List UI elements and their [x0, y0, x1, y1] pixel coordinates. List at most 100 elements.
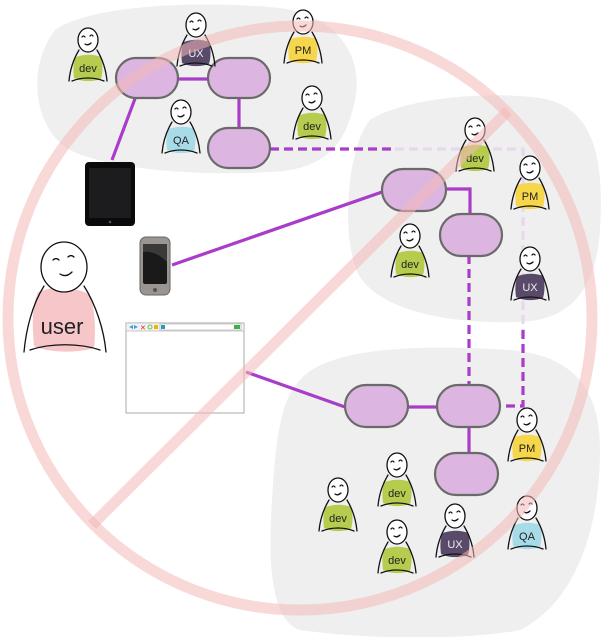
site-icon	[161, 325, 165, 329]
person-ux: UX	[510, 246, 550, 301]
dashed-link-side	[498, 330, 525, 408]
shirt	[515, 273, 545, 301]
head	[77, 27, 99, 53]
role-label: QA	[519, 531, 536, 543]
user-label: user	[41, 314, 84, 339]
head	[301, 85, 323, 111]
team-area-top-left	[37, 4, 357, 174]
body-outline	[510, 177, 550, 210]
body-outline	[292, 107, 332, 140]
person-dev: dev	[68, 27, 108, 82]
node[interactable]	[433, 451, 500, 497]
tablet-screen	[89, 168, 131, 218]
user-head	[40, 241, 88, 293]
shirt	[382, 546, 412, 574]
person-pm: PM	[510, 155, 550, 210]
face	[331, 484, 344, 496]
shirt	[512, 522, 542, 550]
head	[399, 223, 421, 249]
face	[189, 19, 202, 31]
reload-icon[interactable]	[147, 324, 153, 330]
role-label: PM	[522, 191, 539, 203]
face	[174, 106, 187, 118]
back-icon[interactable]	[129, 325, 133, 329]
role-label: dev	[466, 153, 484, 165]
role-label: UX	[447, 539, 463, 551]
body-outline	[318, 499, 358, 532]
shirt	[512, 434, 542, 462]
forward-icon[interactable]	[134, 325, 138, 329]
user-figure: user	[23, 241, 107, 353]
body-outline	[283, 31, 323, 64]
face	[520, 414, 533, 426]
role-label: UX	[522, 282, 538, 294]
face	[448, 510, 461, 522]
phone-screen-glare	[143, 244, 167, 262]
role-label: dev	[303, 121, 321, 133]
shirt	[440, 530, 470, 558]
node[interactable]	[435, 383, 502, 429]
person-pm: PM	[507, 407, 547, 462]
nodes	[114, 56, 504, 497]
person-dev: dev	[390, 223, 430, 278]
role-label: PM	[295, 45, 312, 57]
head	[185, 12, 207, 38]
person-dev: dev	[377, 519, 417, 574]
face	[468, 124, 481, 136]
stop-icon[interactable]: ✕	[140, 324, 146, 332]
role-label: dev	[388, 555, 406, 567]
user-body-outline	[23, 285, 107, 353]
node[interactable]	[206, 56, 272, 100]
node[interactable]	[438, 212, 504, 258]
head	[386, 519, 408, 545]
shirt	[395, 250, 425, 278]
person-dev: dev	[377, 452, 417, 507]
shirt	[288, 36, 318, 64]
role-label: dev	[401, 259, 419, 271]
phone-device[interactable]	[139, 236, 171, 296]
head	[519, 246, 541, 272]
home-icon[interactable]	[154, 325, 158, 329]
prohibited-slash	[88, 107, 512, 529]
link-tablet-to-team	[110, 95, 138, 161]
user-shirt	[32, 288, 95, 352]
prohibited-circle	[2, 20, 598, 616]
body-outline	[377, 474, 417, 507]
tablet-device[interactable]	[85, 162, 135, 226]
body-outline	[68, 49, 108, 82]
head	[444, 503, 466, 529]
body-outline	[161, 121, 201, 154]
shirt	[297, 112, 327, 140]
body-outline	[390, 245, 430, 278]
link-right-node1-node2	[444, 187, 472, 214]
head	[386, 452, 408, 478]
head	[327, 477, 349, 503]
prohibited-sign	[2, 20, 598, 616]
face	[81, 34, 94, 46]
team-area-bottom-right	[270, 347, 600, 637]
user-eyes	[52, 254, 75, 261]
address-bar[interactable]	[159, 323, 242, 331]
face	[523, 253, 536, 265]
person-ux: UX	[435, 503, 475, 558]
browser-window[interactable]: ✕	[125, 322, 245, 414]
node[interactable]	[343, 383, 410, 429]
person-dev: dev	[292, 85, 332, 140]
node[interactable]	[114, 56, 180, 100]
browser-frame	[125, 322, 245, 414]
shirt	[323, 504, 353, 532]
go-icon[interactable]	[234, 325, 240, 329]
body-outline	[510, 268, 550, 301]
person-dev: dev	[318, 477, 358, 532]
face	[390, 526, 403, 538]
user-smile	[59, 271, 73, 277]
link-phone-to-team	[171, 190, 383, 267]
shirt	[515, 182, 545, 210]
person-qa: QA	[161, 99, 201, 154]
tablet-home-button	[108, 220, 112, 224]
shirt	[382, 479, 412, 507]
node[interactable]	[206, 126, 272, 170]
link-browser-to-team	[245, 370, 346, 409]
role-label: dev	[79, 63, 97, 75]
role-label: dev	[329, 513, 347, 525]
